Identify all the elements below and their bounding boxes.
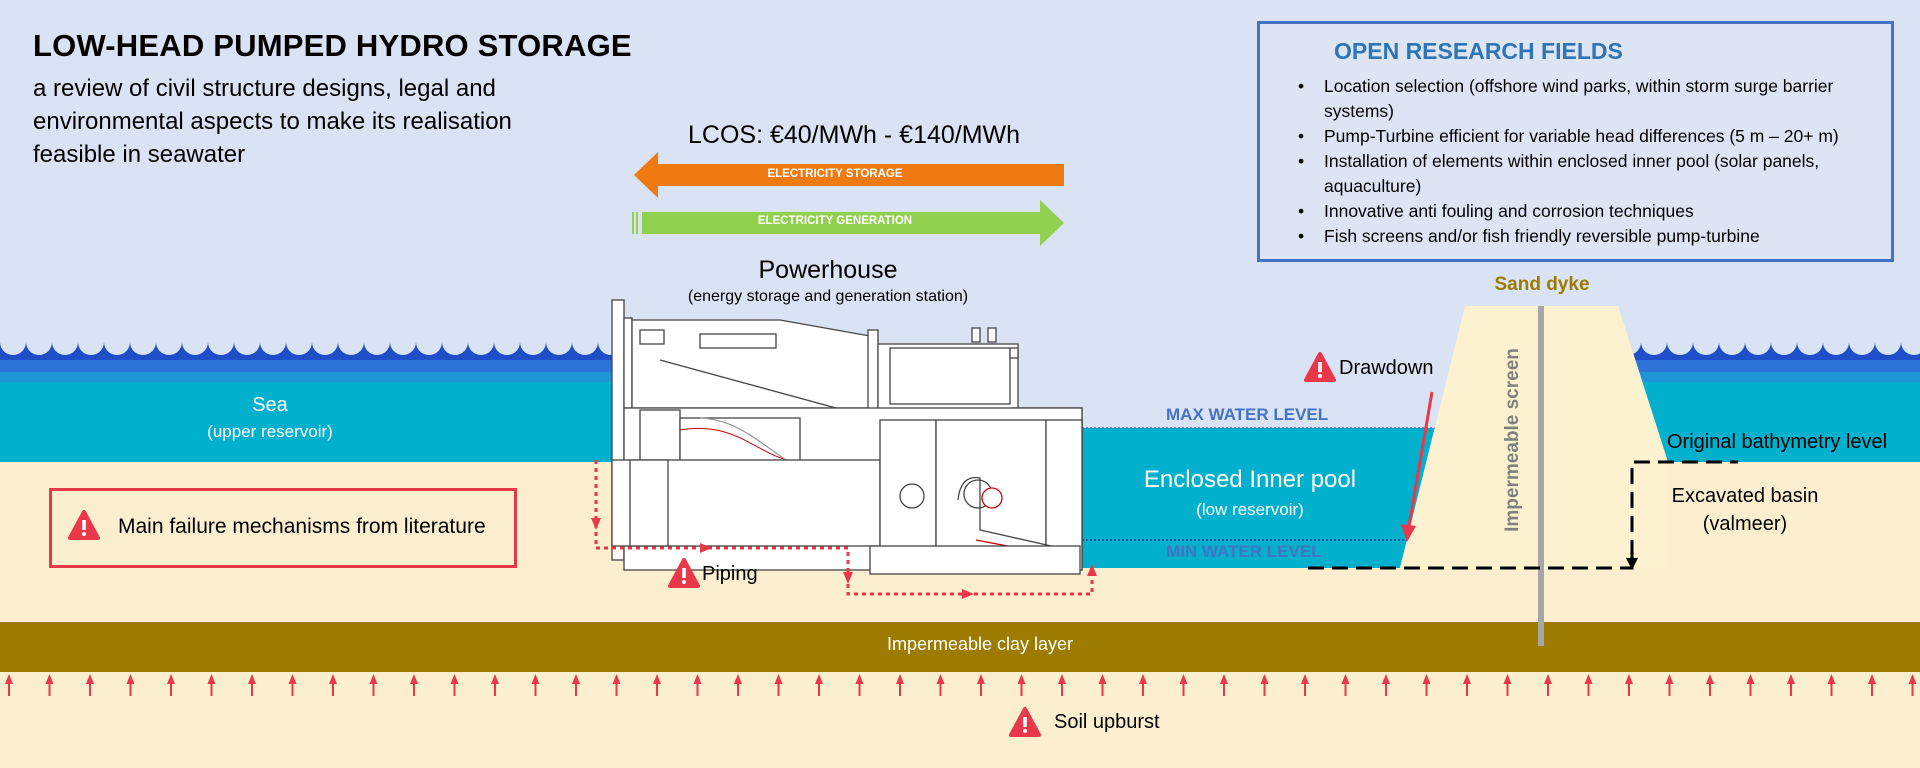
upburst-arrow-head [126, 674, 135, 684]
upburst-arrow-head [734, 674, 742, 684]
upburst-arrow-head [1260, 674, 1269, 684]
research-item: Location selection (offshore wind parks,… [1292, 74, 1884, 124]
upburst-arrow-head [1017, 674, 1026, 684]
upburst-arrow-head [1706, 674, 1714, 684]
min-water-level-label: MIN WATER LEVEL [1166, 542, 1322, 561]
research-item: Innovative anti fouling and corrosion te… [1292, 199, 1884, 224]
upburst-arrow-head [86, 674, 94, 684]
generation-arrow [632, 200, 1064, 246]
powerhouse-title: Powerhouse [758, 256, 898, 284]
upburst-arrow-head [1463, 674, 1471, 684]
excavated-basin-outline [1308, 460, 1738, 570]
upburst-arrow-head [1301, 674, 1309, 684]
piping-path [591, 460, 1097, 599]
research-list: Location selection (offshore wind parks,… [1292, 74, 1884, 249]
upburst-arrow-head [1625, 674, 1633, 684]
upburst-arrow-head [207, 674, 216, 684]
upburst-arrow-head [977, 674, 985, 684]
upburst-arrow-head [1503, 674, 1512, 684]
upburst-arrow-head [1098, 674, 1107, 684]
upburst-arrow-head [450, 674, 459, 684]
max-water-level-label: MAX WATER LEVEL [1166, 405, 1329, 424]
lcos-label: LCOS: €40/MWh - €140/MWh [688, 121, 1021, 149]
soil-upburst-arrows [5, 674, 1917, 696]
inner-pool-water [1078, 428, 1436, 568]
upburst-arrow-head [45, 674, 54, 684]
upburst-arrow-head [1746, 674, 1755, 684]
upburst-arrow-head [693, 674, 702, 684]
storage-arrow-label: ELECTRICITY STORAGE [767, 168, 903, 180]
failure-legend-label: Main failure mechanisms from literature [118, 515, 486, 538]
upburst-arrow-head [1382, 674, 1390, 684]
page-title: LOW-HEAD PUMPED HYDRO STORAGE [33, 28, 632, 63]
drawdown-arrow [1406, 391, 1434, 533]
impermeable-clay-layer [0, 622, 1920, 672]
impermeable-screen-label: Impermeable screen [1502, 348, 1523, 532]
upburst-arrow-head [1422, 674, 1431, 684]
upburst-arrow-head [248, 674, 256, 684]
upburst-arrow-head [369, 674, 378, 684]
sand-dyke-body [1400, 306, 1668, 568]
upburst-arrow-head [1544, 674, 1552, 684]
piping-label: Piping [702, 563, 758, 585]
upburst-arrow-head [1787, 674, 1795, 684]
upburst-arrow-head [1139, 674, 1147, 684]
generation-arrow-label: ELECTRICITY GENERATION [757, 215, 913, 227]
sand-dyke-label: Sand dyke [1494, 274, 1590, 295]
upburst-arrow-head [1220, 674, 1228, 684]
upburst-arrow-head [1058, 674, 1066, 684]
powerhouse-structure [611, 299, 1083, 575]
upburst-arrow-head [1908, 674, 1917, 684]
research-item: Installation of elements within enclosed… [1292, 149, 1884, 199]
failure-legend-box [49, 488, 517, 568]
inner-pool-label: Enclosed Inner pool [1143, 466, 1357, 493]
research-item: Fish screens and/or fish friendly revers… [1292, 224, 1884, 249]
upburst-arrow-head [855, 674, 864, 684]
inner-pool-sublabel: (low reservoir) [1196, 500, 1304, 519]
upburst-arrow-head [936, 674, 945, 684]
upburst-arrow-head [774, 674, 783, 684]
powerhouse-subtitle: (energy storage and generation station) [687, 288, 969, 305]
impermeable-screen [1538, 306, 1544, 646]
page-subtitle: a review of civil structure designs, leg… [33, 75, 512, 168]
upburst-arrow-head [572, 674, 580, 684]
upburst-arrow-head [653, 674, 661, 684]
sea-right [1615, 322, 1920, 462]
research-title: OPEN RESEARCH FIELDS [1334, 38, 1623, 64]
sea-sublabel: (upper reservoir) [207, 422, 333, 441]
soil-upburst-label: Soil upburst [1054, 711, 1160, 733]
clay-layer-label: Impermeable clay layer [886, 634, 1074, 654]
sea-left [0, 322, 624, 462]
original-bathymetry-label: Original bathymetry level [1667, 431, 1888, 453]
upburst-arrow-head [410, 674, 418, 684]
drawdown-label: Drawdown [1339, 357, 1434, 379]
lower-soil [0, 672, 1920, 768]
upburst-arrow-head [1827, 674, 1836, 684]
upburst-arrow-head [5, 674, 13, 684]
excavated-basin-label: Excavated basin (valmeer) [1671, 485, 1819, 535]
upburst-arrow-head [1665, 674, 1674, 684]
upburst-arrow-head [896, 674, 904, 684]
upburst-arrow-head [1179, 674, 1188, 684]
upburst-arrow-head [1584, 674, 1593, 684]
upburst-arrow-head [531, 674, 540, 684]
upburst-arrow-head [1341, 674, 1350, 684]
upburst-arrow-head [1868, 674, 1876, 684]
storage-arrow [634, 152, 1064, 198]
upburst-arrow-head [288, 674, 297, 684]
upburst-arrow-head [491, 674, 499, 684]
sea-label: Sea [252, 394, 288, 416]
research-item: Pump-Turbine efficient for variable head… [1292, 124, 1884, 149]
upburst-arrow-head [815, 674, 823, 684]
upburst-arrow-head [612, 674, 621, 684]
upburst-arrow-head [167, 674, 175, 684]
upburst-arrow-head [329, 674, 337, 684]
